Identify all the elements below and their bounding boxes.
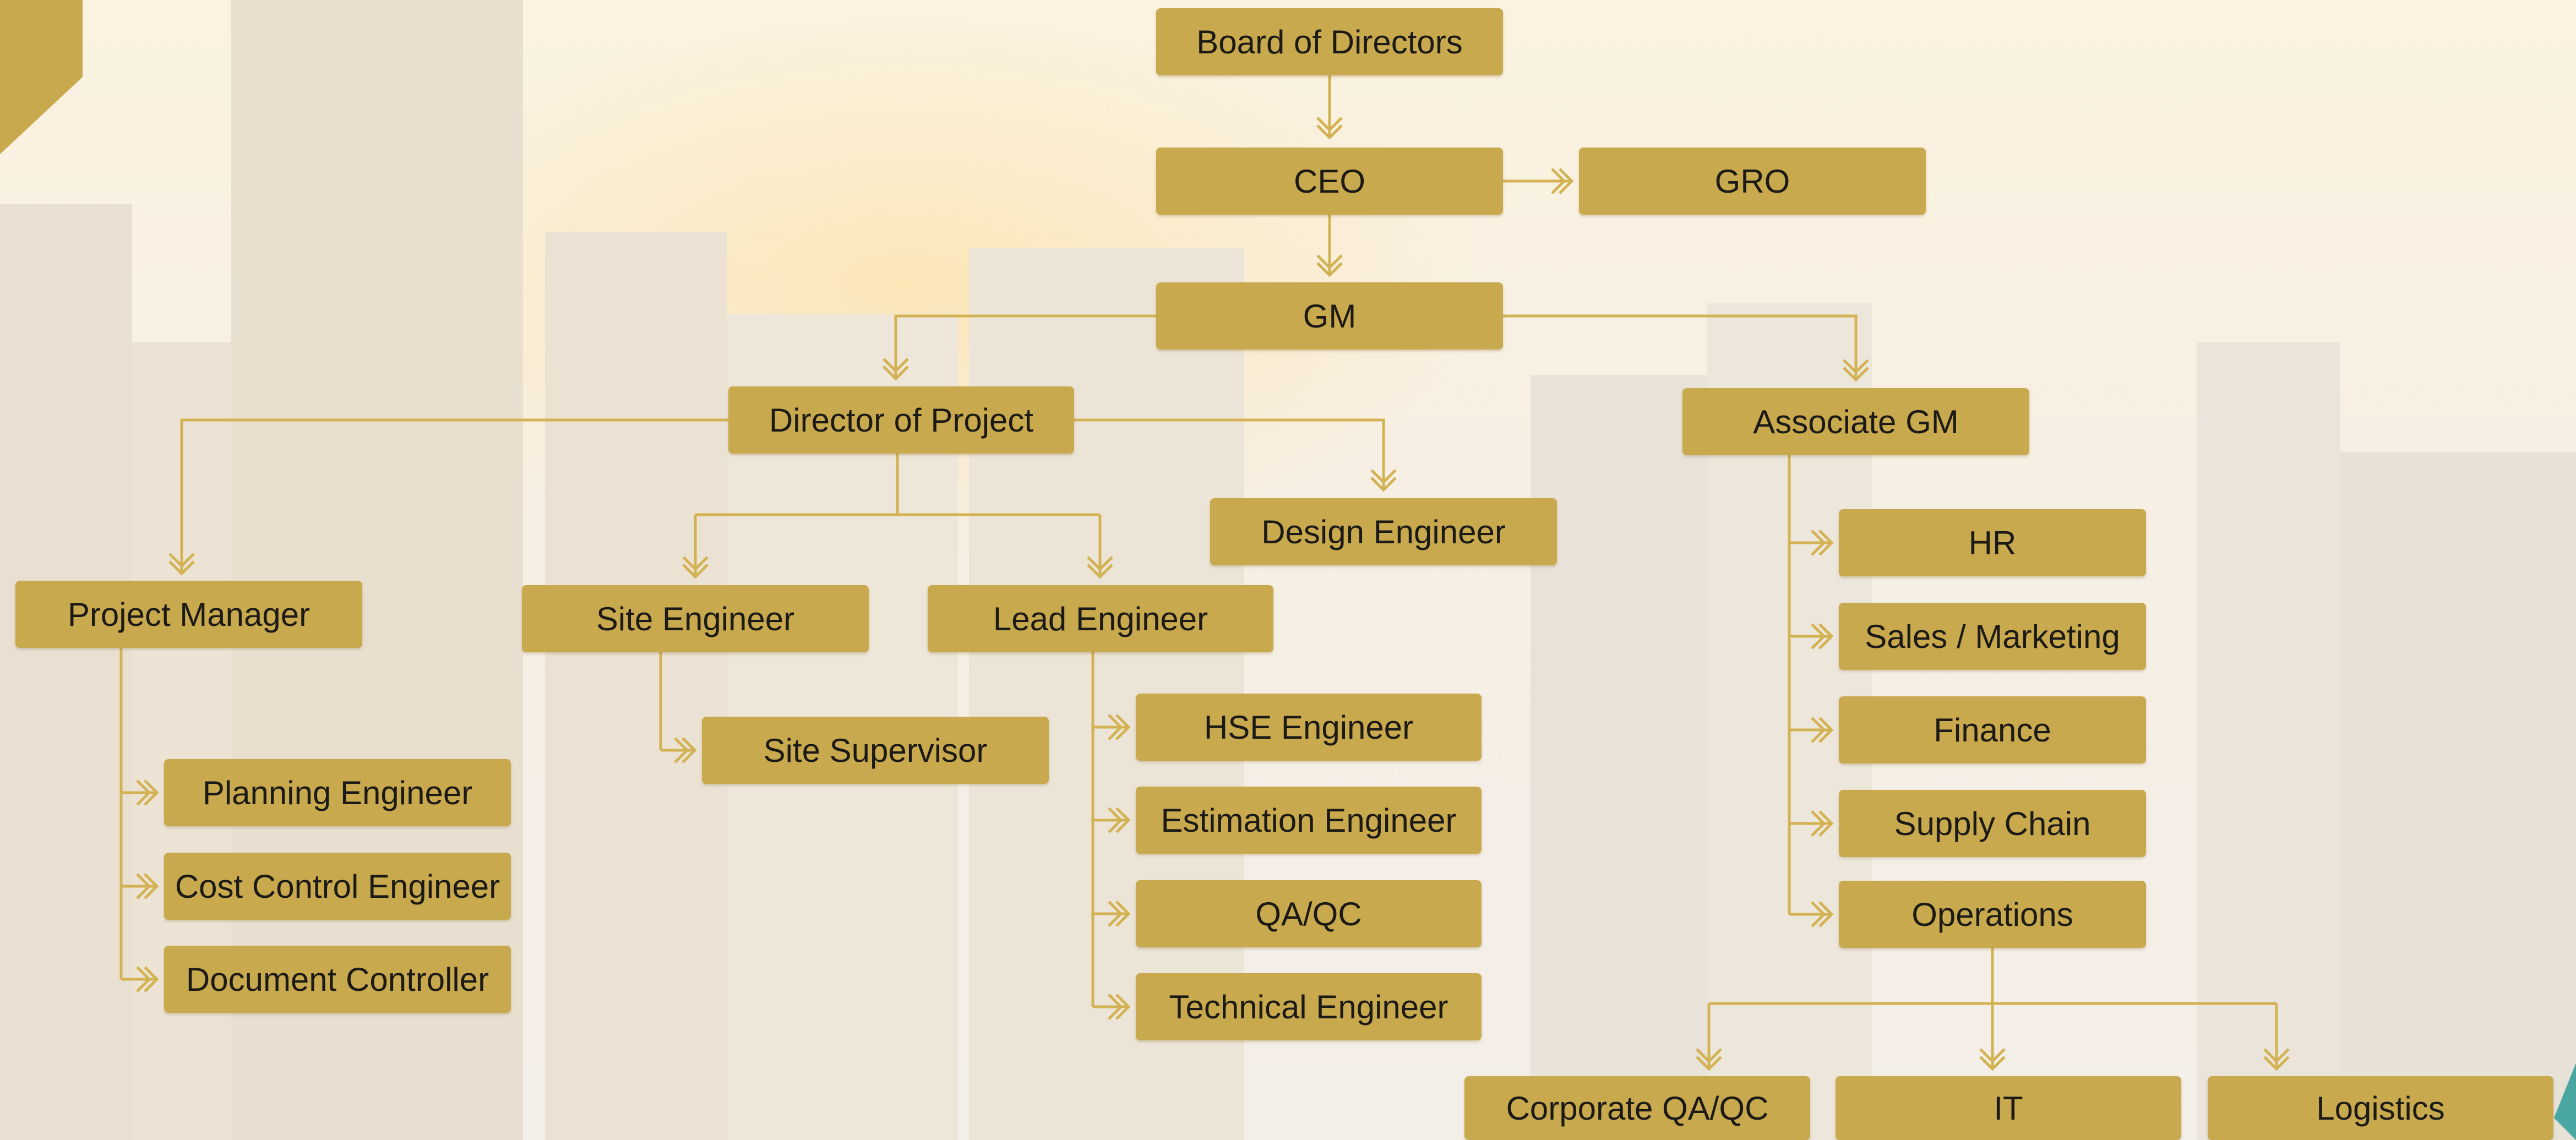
arrow-right-icon [1818,810,1834,837]
background-building [1531,375,1712,1140]
node-finance: Finance [1839,696,2146,763]
node-project-manager: Project Manager [15,581,362,648]
node-design-engineer: Design Engineer [1210,498,1557,565]
arrow-down-icon [1316,254,1343,270]
background-building [2340,452,2576,1140]
node-cost-control-engineer: Cost Control Engineer [164,853,511,920]
arrow-right-icon [1108,901,1123,927]
connector-line [894,314,1156,379]
arrow-right-icon [1115,901,1131,927]
arrow-right-icon [1551,168,1566,194]
node-site-supervisor: Site Supervisor [702,717,1049,784]
arrow-down-icon [1843,367,1869,382]
node-planning-engineer: Planning Engineer [164,759,511,826]
arrow-right-icon [674,737,689,763]
node-sales-marketing: Sales / Marketing [1839,603,2146,670]
node-supply-chain: Supply Chain [1839,790,2146,857]
arrow-right-icon [1818,901,1834,928]
arrow-right-icon [144,779,159,806]
arrow-right-icon [1115,714,1131,740]
node-board-of-directors: Board of Directors [1156,8,1503,75]
arrow-down-icon [883,366,909,381]
arrow-right-icon [1559,168,1574,194]
node-hse-engineer: HSE Engineer [1136,694,1482,761]
arrow-down-icon [1316,262,1343,277]
arrow-down-icon [1843,359,1869,374]
node-operations: Operations [1839,881,2146,948]
node-technical-engineer: Technical Engineer [1136,973,1482,1040]
arrow-down-icon [682,556,709,571]
arrow-right-icon [1115,994,1131,1020]
arrow-down-icon [1370,477,1397,492]
node-associate-gm: Associate GM [1682,388,2029,455]
arrow-right-icon [136,873,151,899]
node-estimation-engineer: Estimation Engineer [1136,787,1482,854]
arrow-right-icon [1108,807,1123,833]
node-qa-qc: QA/QC [1136,880,1482,947]
arrow-right-icon [1115,807,1131,833]
connector-line [180,418,728,574]
node-gro: GRO [1579,148,1926,215]
arrow-right-icon [144,873,159,899]
arrow-right-icon [1818,530,1834,556]
corner-accent-teal [2554,1063,2576,1140]
arrow-right-icon [1108,714,1123,740]
node-gm: GM [1156,282,1503,350]
arrow-down-icon [682,564,709,579]
arrow-down-icon [1316,117,1343,132]
arrow-right-icon [1811,901,1826,928]
node-ceo: CEO [1156,148,1503,215]
arrow-right-icon [1811,810,1826,837]
arrow-right-icon [1811,717,1826,743]
arrow-down-icon [883,358,909,373]
node-logistics: Logistics [2208,1076,2553,1140]
arrow-right-icon [1108,994,1123,1020]
node-hr: HR [1839,509,2146,576]
node-site-engineer: Site Engineer [522,585,869,652]
arrow-right-icon [1818,717,1834,743]
arrow-down-icon [1316,124,1343,140]
arrow-down-icon [168,553,195,568]
background-building [2197,342,2340,1140]
node-lead-engineer: Lead Engineer [928,585,1273,652]
arrow-right-icon [682,737,697,763]
arrow-down-icon [168,560,195,576]
node-document-controller: Document Controller [164,946,511,1013]
background-building [0,204,132,1140]
arrow-down-icon [1696,1048,1722,1063]
arrow-down-icon [1696,1056,1722,1071]
connector-line [1074,418,1385,490]
arrow-right-icon [136,779,151,806]
connector-line [1503,314,1858,380]
node-it: IT [1836,1076,2181,1140]
arrow-down-icon [1370,469,1397,484]
node-corporate-qa-qc: Corporate QA/QC [1464,1076,1810,1140]
arrow-right-icon [1811,530,1826,556]
arrow-down-icon [2263,1048,2290,1063]
arrow-down-icon [1087,556,1113,571]
corner-accent [0,0,83,154]
arrow-right-icon [136,966,151,992]
node-director-of-project: Director of Project [728,386,1074,454]
arrow-down-icon [1979,1056,2006,1071]
arrow-right-icon [1818,623,1834,650]
arrow-right-icon [144,966,159,992]
arrow-down-icon [2263,1056,2290,1071]
background-building [545,232,727,1140]
arrow-down-icon [1087,564,1113,579]
arrow-right-icon [1811,623,1826,650]
arrow-down-icon [1979,1048,2006,1063]
